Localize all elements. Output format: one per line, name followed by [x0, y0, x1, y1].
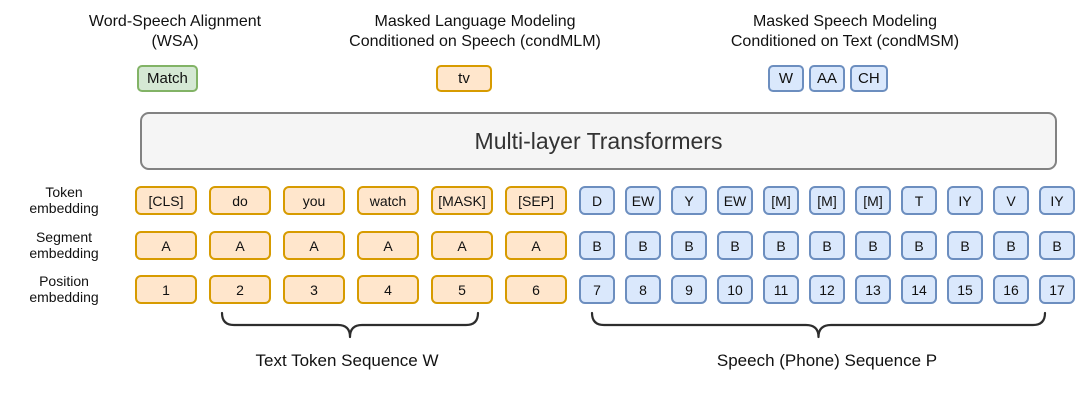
condmsm-title-line2: Conditioned on Text (condMSM) [730, 33, 960, 50]
segment-cell: A [431, 231, 493, 260]
segment-cell: B [809, 231, 845, 260]
condmsm-output: W AA CH [768, 65, 888, 92]
token-embedding-cells: [CLS] do you watch [MASK] [SEP] D EW Y E… [135, 186, 1075, 215]
segment-cell: B [579, 231, 615, 260]
text-token-cell: [MASK] [431, 186, 493, 215]
text-token-cell: [SEP] [505, 186, 567, 215]
speech-token-cell: D [579, 186, 615, 215]
position-embedding-cells: 1 2 3 4 5 6 7 8 9 10 11 12 13 14 15 16 1… [135, 275, 1075, 304]
speech-token-cell: Y [671, 186, 707, 215]
position-cell: 14 [901, 275, 937, 304]
msm-prediction-chip: W [768, 65, 804, 92]
position-embedding-label: Position embedding [29, 273, 99, 305]
position-cell: 7 [579, 275, 615, 304]
wsa-title-line1: Word-Speech Alignment [88, 13, 262, 30]
segment-cell: A [283, 231, 345, 260]
position-cell: 17 [1039, 275, 1075, 304]
segment-cell: A [135, 231, 197, 260]
wsa-header: Word-Speech Alignment (WSA) [30, 12, 320, 52]
speech-token-cell: IY [1039, 186, 1075, 215]
condmlm-title-line1: Masked Language Modeling [374, 13, 576, 30]
condmsm-header: Masked Speech Modeling Conditioned on Te… [660, 12, 1030, 52]
position-cell: 13 [855, 275, 891, 304]
position-cell: 9 [671, 275, 707, 304]
condmlm-title-line2: Conditioned on Speech (condMLM) [349, 33, 601, 50]
position-embedding-row: Position embedding 1 2 3 4 5 6 7 8 9 10 … [0, 273, 1080, 305]
token-embedding-label: Token embedding [29, 184, 99, 216]
segment-cell: B [717, 231, 753, 260]
msm-prediction-chip: CH [850, 65, 888, 92]
speech-token-cell: EW [717, 186, 753, 215]
position-cell: 16 [993, 275, 1029, 304]
position-cell: 2 [209, 275, 271, 304]
wsa-output: Match [137, 65, 198, 92]
speech-token-cell: T [901, 186, 937, 215]
condmlm-output: tv [436, 65, 492, 92]
position-cell: 15 [947, 275, 983, 304]
segment-cell: B [855, 231, 891, 260]
speech-token-cell: [M] [763, 186, 799, 215]
position-cell: 8 [625, 275, 661, 304]
match-output-chip: Match [137, 65, 198, 92]
position-cell: 6 [505, 275, 567, 304]
segment-cell: B [901, 231, 937, 260]
text-sequence-label: Text Token Sequence W [255, 351, 439, 370]
position-cell: 12 [809, 275, 845, 304]
segment-cell: B [947, 231, 983, 260]
segment-embedding-cells: A A A A A A B B B B B B B B B B B [135, 231, 1075, 260]
speech-token-cell: [M] [809, 186, 845, 215]
segment-cell: A [357, 231, 419, 260]
msm-prediction-chip: AA [809, 65, 846, 92]
transformer-block: Multi-layer Transformers [140, 112, 1057, 170]
segment-cell: B [1039, 231, 1075, 260]
speech-sequence-label: Speech (Phone) Sequence P [716, 351, 938, 370]
condmsm-title-line1: Masked Speech Modeling [752, 13, 938, 30]
text-token-cell: watch [357, 186, 419, 215]
speech-token-cell: IY [947, 186, 983, 215]
condmlm-header: Masked Language Modeling Conditioned on … [305, 12, 645, 52]
text-token-cell: do [209, 186, 271, 215]
segment-cell: B [671, 231, 707, 260]
segment-cell: A [209, 231, 271, 260]
segment-embedding-row: Segment embedding A A A A A A B B B B B … [0, 229, 1080, 261]
position-cell: 3 [283, 275, 345, 304]
wsa-title-line2: (WSA) [151, 33, 199, 50]
position-cell: 11 [763, 275, 799, 304]
segment-cell: B [625, 231, 661, 260]
position-cell: 10 [717, 275, 753, 304]
speech-sequence-brace-icon [590, 311, 1047, 339]
segment-cell: B [763, 231, 799, 260]
segment-embedding-label: Segment embedding [29, 229, 99, 261]
segment-cell: B [993, 231, 1029, 260]
text-sequence-brace-icon [220, 311, 480, 339]
segment-cell: A [505, 231, 567, 260]
token-embedding-row: Token embedding [CLS] do you watch [MASK… [0, 184, 1080, 216]
position-cell: 5 [431, 275, 493, 304]
speech-token-cell: V [993, 186, 1029, 215]
transformer-label: Multi-layer Transformers [474, 127, 723, 154]
speech-token-cell: [M] [855, 186, 891, 215]
position-cell: 1 [135, 275, 197, 304]
speech-token-cell: EW [625, 186, 661, 215]
position-cell: 4 [357, 275, 419, 304]
mlm-prediction-chip: tv [436, 65, 492, 92]
sequence-braces [220, 311, 1047, 339]
text-token-cell: you [283, 186, 345, 215]
text-token-cell: [CLS] [135, 186, 197, 215]
